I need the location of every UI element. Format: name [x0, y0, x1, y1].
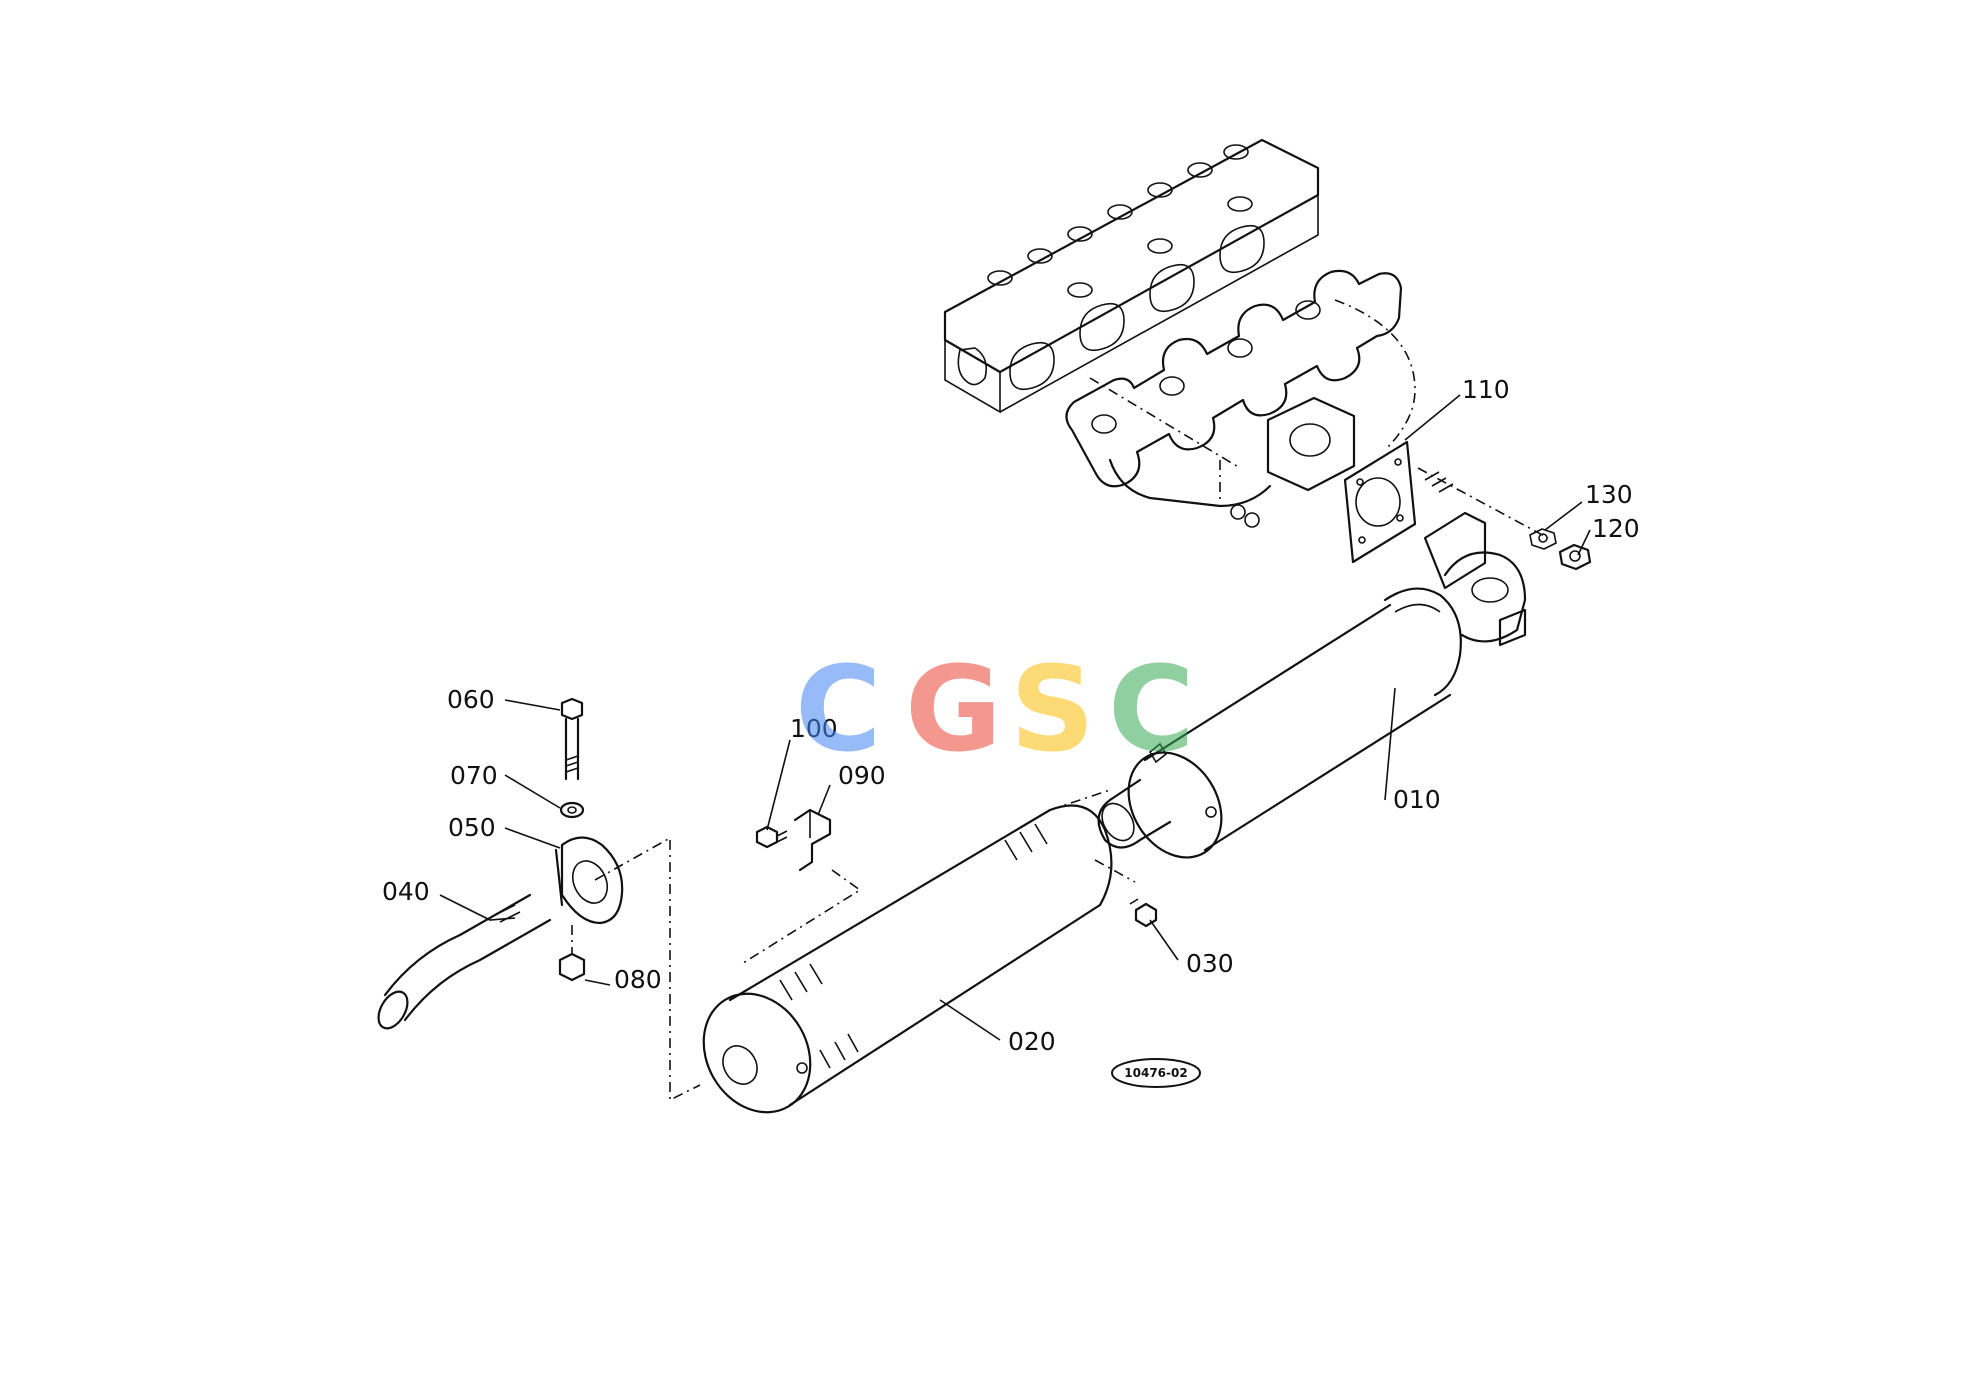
callout-040: 040 — [382, 877, 430, 906]
screw-030 — [1094, 859, 1158, 928]
callout-070: 070 — [450, 761, 498, 790]
nut-080 — [558, 925, 586, 982]
callout-130: 130 — [1585, 480, 1633, 509]
exhaust-elbow — [1423, 511, 1527, 647]
assembly-centerlines — [594, 789, 1111, 1102]
callout-010: 010 — [1393, 785, 1441, 814]
exhaust-manifold — [1065, 269, 1416, 528]
callout-100: 100 — [790, 714, 838, 743]
watermark-letter-c1: C — [795, 640, 882, 778]
callout-110: 110 — [1462, 375, 1510, 404]
washer-070 — [559, 801, 585, 819]
callout-090: 090 — [838, 761, 886, 790]
callout-030: 030 — [1186, 949, 1234, 978]
callouts: 010 020 030 040 050 060 070 080 090 100 … — [382, 375, 1640, 1056]
watermark-letter-g: G — [905, 640, 1002, 778]
watermark-letter-c2: C — [1108, 640, 1195, 778]
figure-code: 10476-02 — [1124, 1066, 1187, 1080]
nut-washer-120-130 — [1529, 528, 1592, 571]
callout-080: 080 — [614, 965, 662, 994]
callout-120: 120 — [1592, 514, 1640, 543]
engine-block — [943, 138, 1320, 414]
gasket-110 — [1343, 440, 1549, 564]
bracket-090 — [793, 808, 832, 872]
callout-050: 050 — [448, 813, 496, 842]
pipe-040 — [377, 893, 552, 1030]
watermark-letter-s: S — [1010, 640, 1095, 778]
callout-060: 060 — [447, 685, 495, 714]
bolt-100 — [755, 825, 788, 849]
figure-code-badge: 10476-02 — [1111, 1058, 1201, 1088]
leader-lines — [439, 394, 1591, 1041]
callout-020: 020 — [1008, 1027, 1056, 1056]
tailpipe-020 — [702, 804, 1113, 1114]
clamp-050 — [554, 836, 624, 925]
bolt-060 — [560, 697, 584, 781]
cgsc-watermark: C G S C — [795, 640, 1195, 778]
muffler-010 — [1097, 587, 1462, 859]
